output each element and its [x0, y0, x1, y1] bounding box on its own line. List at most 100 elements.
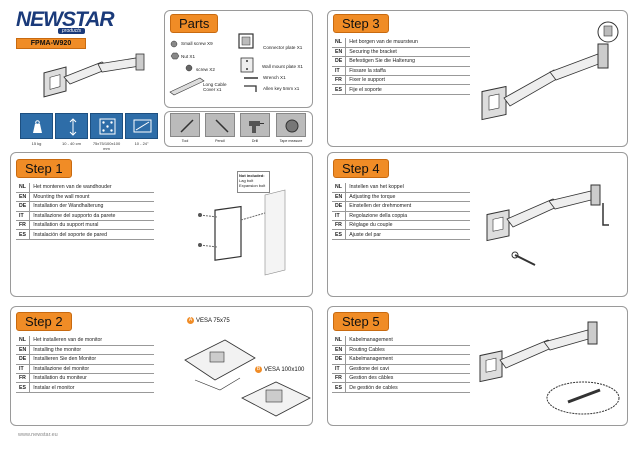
pencil-icon [215, 119, 229, 133]
part-label-screw: screw X2 [196, 67, 215, 72]
vesa-pattern-icon [99, 118, 116, 135]
spec-diagonal [125, 113, 158, 139]
step2-illustration-a [184, 339, 256, 391]
part-label-connector-plate: Connector plate X1 [263, 45, 303, 50]
screwdriver-icon [180, 119, 194, 133]
spec-screen-size [55, 113, 88, 139]
product-arm-illustration [43, 53, 145, 98]
step4-title: Step 4 [333, 159, 389, 178]
vesa-75-text: VESA 75x75 [196, 318, 230, 325]
not-included-title: Not included: [239, 173, 265, 178]
parts-title: Parts [170, 14, 219, 33]
cable-cover-icon [169, 77, 205, 96]
tool-tape-measure-label: Tape measure [279, 139, 303, 143]
wall-plate-icon [240, 57, 254, 73]
part-label-wall-plate: Wall mount plate X1 [262, 64, 303, 69]
vesa-100-marker: B [255, 366, 262, 373]
spec-weight [20, 113, 53, 139]
not-included-box: Not included: Lag bolt Expansion bolt [237, 171, 270, 193]
brand-logo: NEWSTAR products [16, 8, 115, 34]
brand-sub: products [58, 28, 86, 34]
step1-illustration [198, 189, 286, 276]
connector-plate-icon [238, 33, 254, 49]
step2-illustration-b [241, 381, 311, 417]
screw-icon [185, 64, 193, 72]
tool-drill-label: Drill [251, 139, 259, 143]
small-screw-icon [170, 40, 178, 48]
drill-icon [249, 121, 264, 133]
model-number: FPMA-W920 [16, 38, 86, 49]
weight-icon [33, 120, 42, 133]
spec-weight-label: 15 kg [31, 141, 42, 146]
spec-diagonal-label: 10 - 24" [134, 141, 149, 146]
tool-screwdriver-label: Tool [181, 139, 189, 143]
part-label-allen-key: Allen key 5mm x1 [263, 86, 300, 91]
screen-diagonal-icon [133, 119, 152, 133]
spec-vesa [90, 113, 123, 139]
step2-title: Step 2 [16, 312, 72, 331]
wrench-icon [244, 77, 258, 79]
part-label-cable-cover: Long Cable Cover x1 [203, 82, 227, 92]
part-label-nut: Nut X1 [181, 54, 196, 59]
tool-pencil [205, 113, 235, 137]
step5-illustration [479, 321, 620, 415]
step1-title: Step 1 [16, 159, 72, 178]
spec-screen-size-label: 10 - 40 cm [62, 141, 81, 146]
tool-tape-measure [276, 113, 306, 137]
allen-key-icon [244, 85, 257, 92]
tool-drill [240, 113, 270, 137]
part-label-wrench: Wrench X1 [263, 75, 286, 80]
brand-name: NEWSTAR [16, 8, 115, 31]
not-included-item-expansion-bolt: Expansion bolt [239, 183, 266, 188]
footer-url: www.newstar.eu [18, 432, 58, 438]
step3-title: Step 3 [333, 14, 389, 33]
tool-screwdriver [170, 113, 200, 137]
not-included-item-lag-bolt: Lag bolt [239, 178, 254, 183]
step4-illustration [486, 184, 609, 266]
step3-illustration [481, 21, 619, 121]
tool-pencil-label: Pencil [215, 139, 225, 143]
spec-vesa-label: 75x75/100x100 mm [92, 141, 121, 151]
tape-measure-icon [285, 119, 299, 133]
nut-icon [170, 52, 180, 60]
screen-size-icon [69, 118, 77, 136]
part-label-small-screw: Small screw X9 [181, 41, 213, 46]
